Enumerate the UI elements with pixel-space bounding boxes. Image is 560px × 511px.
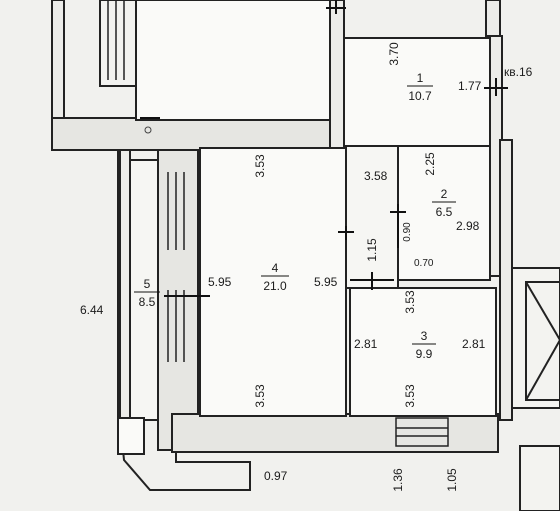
room-2 (397, 145, 491, 281)
wall-mid-vertical (329, 0, 345, 151)
room-5-area: 8.5 (139, 295, 156, 309)
dim-room2-bottom: 0.70 (414, 258, 434, 269)
dim-loggia-length: 6.44 (80, 303, 104, 317)
apartment-label: кв.16 (504, 65, 533, 79)
room-4-area: 21.0 (263, 279, 287, 293)
wall-bottom (171, 413, 499, 453)
dim-room3-left: 2.81 (354, 337, 378, 351)
dim-bottom-c: 1.05 (445, 468, 459, 492)
wall-room5-right (157, 149, 199, 451)
dim-hall-width: 3.58 (364, 169, 388, 183)
dim-room4-right: 5.95 (314, 275, 338, 289)
shaft (511, 267, 560, 511)
room-1 (343, 37, 491, 147)
dimension-labels: 3.70 1.77 3.53 5.95 5.95 3.53 3.58 1.15 … (80, 42, 486, 492)
room-3 (349, 287, 497, 417)
dim-bottom-b: 1.36 (391, 468, 405, 492)
dim-bottom-a: 0.97 (264, 469, 288, 483)
room-3-area: 9.9 (416, 347, 433, 361)
room-4 (199, 147, 347, 417)
dim-room1-top: 3.70 (387, 42, 401, 66)
wall-corridor-top (51, 117, 343, 151)
door-marks (140, 0, 508, 297)
window-top-left (99, 0, 137, 87)
dim-room4-left: 5.95 (208, 275, 232, 289)
room-labels: 1 10.7 2 6.5 3 9.9 4 21.0 5 8.5 кв.16 (134, 65, 533, 361)
dim-room2-top: 2.25 (423, 152, 437, 176)
dim-room3-top: 3.53 (403, 290, 417, 314)
loggia (117, 150, 251, 491)
wall-right-shaft (499, 139, 513, 421)
room-3-number: 3 (421, 329, 428, 343)
dim-room1-right: 1.77 (458, 79, 482, 93)
dim-room3-bottom: 3.53 (403, 384, 417, 408)
dim-room3-right: 2.81 (462, 337, 486, 351)
dim-hall-height: 1.15 (365, 238, 379, 262)
room-1-number: 1 (417, 71, 424, 85)
room-2-area: 6.5 (436, 205, 453, 219)
rooms (129, 0, 497, 421)
dim-room2-right: 2.98 (456, 219, 480, 233)
dim-room2-door: 0.90 (402, 222, 413, 242)
room-4-number: 4 (272, 261, 279, 275)
marker-dot (144, 126, 152, 134)
neighbour-room (135, 0, 331, 121)
dim-room4-bottom: 3.53 (253, 384, 267, 408)
wall-top-right (485, 0, 501, 37)
dim-room4-top: 3.53 (253, 154, 267, 178)
room-2-number: 2 (441, 187, 448, 201)
wall-left-upper (51, 0, 65, 131)
hallway (345, 145, 399, 289)
room-5-number: 5 (144, 277, 151, 291)
windows (107, 0, 449, 447)
room-1-area: 10.7 (408, 89, 432, 103)
